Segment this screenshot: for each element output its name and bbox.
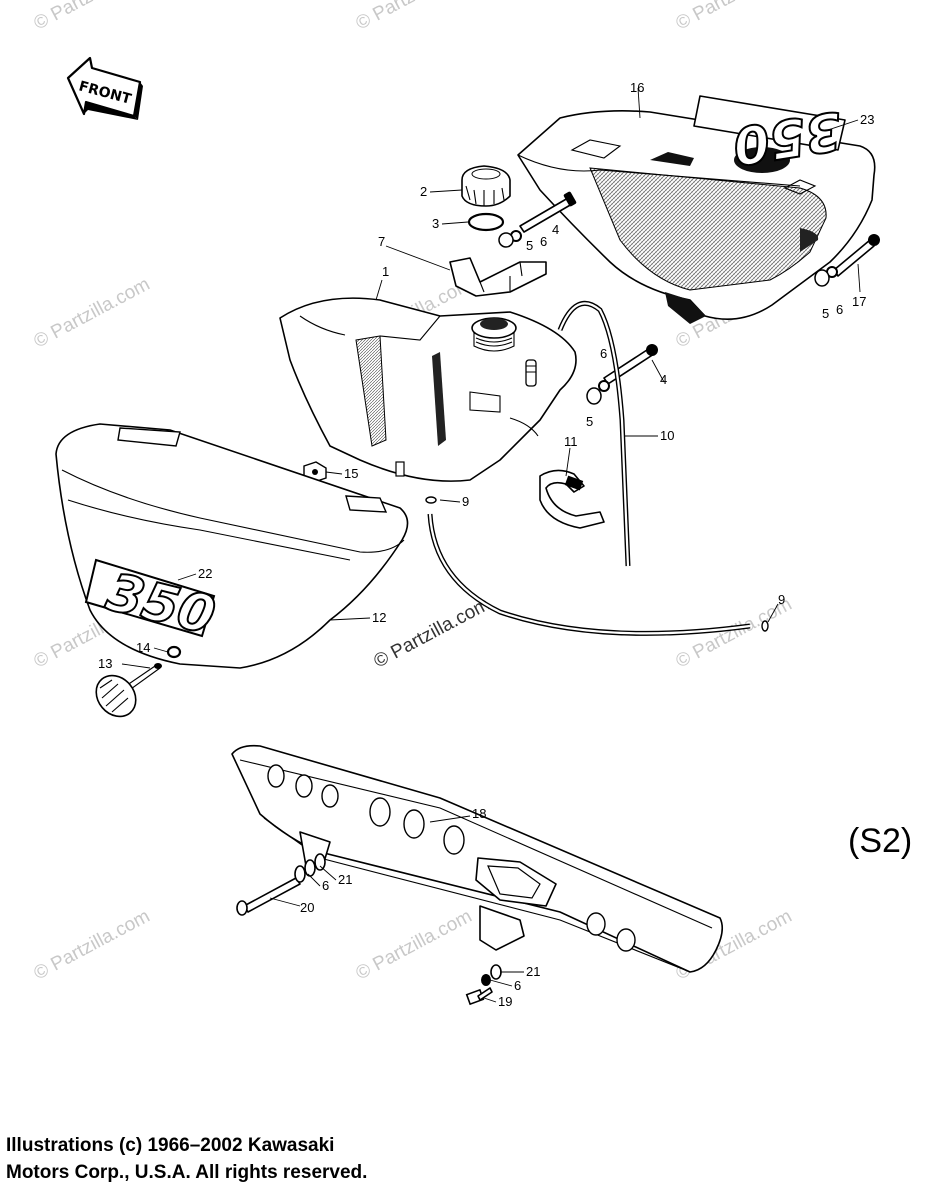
- knob-screw: [95, 663, 162, 718]
- callout-7: 7: [378, 234, 385, 249]
- callout-19: 19: [498, 994, 512, 1009]
- mirrored-emblem-decal: 350: [693, 95, 846, 176]
- clip-9: [761, 620, 769, 632]
- callout-9: 9: [462, 494, 469, 509]
- callout-15: 15: [344, 466, 358, 481]
- bolt-right: [586, 344, 658, 405]
- side-cover: 350: [55, 423, 409, 669]
- mesh-cover: 350: [517, 95, 876, 324]
- bracket: [449, 257, 547, 297]
- callout-3: 3: [432, 216, 439, 231]
- callout-5: 5: [586, 414, 593, 429]
- bolt-17: [814, 234, 880, 287]
- sheet-code: (S2): [848, 822, 913, 860]
- hose-clamp: [539, 469, 605, 529]
- callout-6: 6: [322, 878, 329, 893]
- callout-6: 6: [514, 978, 521, 993]
- callout-6: 6: [836, 302, 843, 317]
- callout-21: 21: [338, 872, 352, 887]
- callout-4: 4: [552, 222, 559, 237]
- callout-16: 16: [630, 80, 644, 95]
- copyright-notice: Illustrations (c) 1966–2002 Kawasaki Mot…: [6, 1132, 367, 1186]
- callout-22: 22: [198, 566, 212, 581]
- callout-5: 5: [526, 238, 533, 253]
- o-ring: [467, 212, 505, 232]
- callout-6: 6: [540, 234, 547, 249]
- callout-12: 12: [372, 610, 386, 625]
- callout-23: 23: [860, 112, 874, 127]
- callout-13: 13: [98, 656, 112, 671]
- bolt-top: [498, 191, 577, 248]
- callout-14: 14: [136, 640, 150, 655]
- callout-4: 4: [660, 372, 667, 387]
- watermark: © Partzilla.com: [370, 594, 493, 673]
- watermark: © Partzilla.com: [30, 906, 153, 985]
- filler-cap: [461, 165, 511, 207]
- oil-tank: [279, 297, 577, 482]
- callout-20: 20: [300, 900, 314, 915]
- callout-6: 6: [600, 346, 607, 361]
- callout-11: 11: [564, 434, 578, 449]
- callouts: 1 2 3 4 5 6 7 16 23 5 6 17 6 4 5 10 11 1…: [98, 80, 874, 1009]
- clip-9: [425, 496, 437, 504]
- leader-lines: [121, 87, 861, 1003]
- watermark: © Partzilla.com: [30, 0, 153, 34]
- watermark: © Partzilla.com: [30, 274, 153, 353]
- callout-17: 17: [852, 294, 866, 309]
- callout-1: 1: [382, 264, 389, 279]
- front-arrow: FRONT: [66, 56, 143, 120]
- watermark: © Partzilla.com: [352, 0, 475, 34]
- callout-21: 21: [526, 964, 540, 979]
- copyright-line-1: Illustrations (c) 1966–2002 Kawasaki: [6, 1135, 335, 1156]
- watermark: © Partzilla.com: [672, 0, 795, 34]
- chain-guard: [231, 744, 724, 973]
- copyright-line-2: Motors Corp., U.S.A. All rights reserved…: [6, 1162, 368, 1183]
- nut-14: [166, 645, 182, 659]
- watermark: © Partzilla.com: [352, 906, 475, 985]
- callout-2: 2: [420, 184, 427, 199]
- callout-10: 10: [660, 428, 674, 443]
- callout-5: 5: [822, 306, 829, 321]
- callout-18: 18: [472, 806, 486, 821]
- mirrored-emblem-text: 350: [729, 99, 846, 175]
- bolt-19: [465, 964, 502, 1006]
- callout-9: 9: [778, 592, 785, 607]
